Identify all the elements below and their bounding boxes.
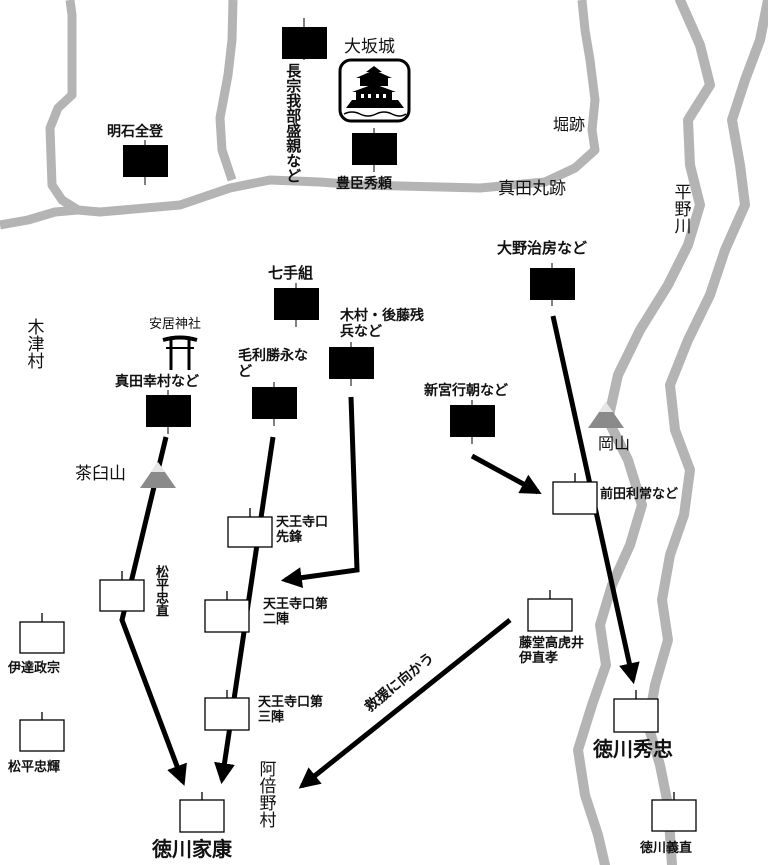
akashi-label: 明石全登 <box>107 124 163 140</box>
unit-shichitegumi <box>274 288 319 320</box>
moat-label: 堀跡 <box>553 115 586 134</box>
unit-todo-ii <box>527 598 573 632</box>
arrow-todo-ii <box>298 618 512 789</box>
okayama-label: 岡山 <box>598 434 631 453</box>
toyotomi-units <box>123 18 575 444</box>
arrow-sanada <box>119 436 187 786</box>
torii-icon <box>162 335 198 370</box>
chosokabe-label: 長宗我部盛親など <box>284 63 303 183</box>
unit-ono <box>530 268 575 300</box>
shichitegumi-label: 七手組 <box>268 264 314 282</box>
mori-label: 毛利勝永など <box>238 348 308 381</box>
yoshinao-label: 徳川義直 <box>640 841 693 856</box>
moat-lines <box>0 0 600 230</box>
unit-tennoji2 <box>204 599 250 633</box>
abeno-village-label: 阿倍野村 <box>255 760 276 828</box>
sanada-label: 真田幸村など <box>115 374 199 390</box>
tennoji1-label: 天王寺口先鋒 <box>276 515 329 545</box>
hideyori-label: 豊臣秀頼 <box>336 176 392 192</box>
tennoji3-label: 天王寺口第三陣 <box>258 695 324 725</box>
unit-sanada <box>146 395 191 427</box>
castle-label: 大坂城 <box>344 37 395 57</box>
unit-tennoji3 <box>204 697 250 731</box>
hidetada-label: 徳川秀忠 <box>593 737 673 761</box>
yasui-shrine-label: 安居神社 <box>149 317 202 332</box>
ieyasu-label: 徳川家康 <box>152 837 232 861</box>
todo-ii-label: 藤堂高虎井伊直孝 <box>519 636 585 666</box>
castle-icon <box>338 58 411 123</box>
unit-maeda <box>552 481 598 515</box>
arrow-shingu <box>470 453 542 495</box>
maeda-label: 前田利常など <box>600 487 679 502</box>
tennoji2-label: 天王寺口第二陣 <box>263 597 329 627</box>
unit-date <box>19 621 65 654</box>
matsudaira-tadanao-label: 松平忠直 <box>152 565 168 617</box>
unit-matsudaira-tadanao <box>99 579 145 612</box>
okayama-icon <box>588 402 624 428</box>
unit-kimura <box>329 347 374 379</box>
unit-yoshinao <box>651 799 697 832</box>
unit-shingu <box>450 405 495 437</box>
hirano-river-label: 平野川 <box>670 183 691 234</box>
date-label: 伊達政宗 <box>8 661 61 676</box>
shingu-label: 新宮行朝など <box>424 383 508 399</box>
unit-chosokabe <box>282 27 327 59</box>
unit-ieyasu <box>179 799 225 833</box>
matsudaira-tadateru-label: 松平忠輝 <box>8 760 61 775</box>
kizu-village-label: 木津村 <box>23 318 44 369</box>
sanadamaru-label: 真田丸跡 <box>498 179 566 199</box>
unit-akashi <box>123 145 168 177</box>
kimura-label: 木村・後藤残兵など <box>340 308 424 341</box>
unit-matsudaira-tadateru <box>19 719 65 752</box>
arrow-kimura <box>280 396 360 589</box>
hirano-river <box>573 0 768 865</box>
unit-mori <box>252 387 297 419</box>
tokugawa-units <box>19 473 697 833</box>
chausuyama-label: 茶臼山 <box>75 464 126 484</box>
unit-hideyori <box>352 133 397 165</box>
unit-tennoji1 <box>227 516 273 548</box>
ono-label: 大野治房など <box>497 239 588 257</box>
unit-hidetada <box>613 698 659 733</box>
chausuyama-icon <box>140 462 176 488</box>
